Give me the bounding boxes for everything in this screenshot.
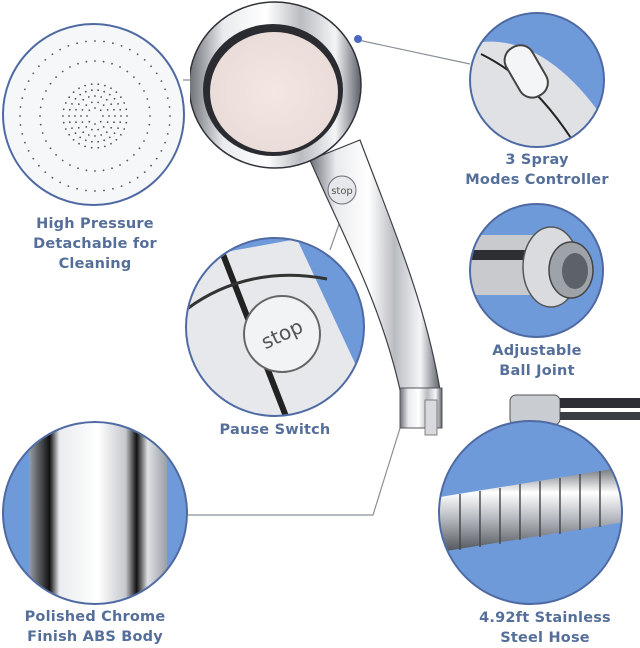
feature-label-high-pressure: High Pressure Detachable for Cleaning <box>33 216 157 272</box>
feature-label-ball-joint: Adjustable Ball Joint <box>492 343 582 379</box>
stop-button-image: stop <box>187 239 363 415</box>
chrome-body-image <box>29 423 167 603</box>
callout-pause-switch: stop <box>185 237 365 417</box>
svg-text:stop: stop <box>331 186 353 197</box>
hose-connector-image <box>509 394 640 426</box>
callout-spray-face <box>2 23 185 206</box>
steel-hose-image <box>440 467 621 552</box>
feature-label-pause-switch: Pause Switch <box>219 422 331 438</box>
mode-switch-image <box>471 41 603 146</box>
callout-ball-joint <box>469 203 604 338</box>
callout-spray-mode-switch <box>469 12 605 148</box>
feature-label-steel-hose: 4.92ft Stainless Steel Hose <box>479 610 611 646</box>
nozzle-pattern-icon <box>19 40 171 192</box>
shower-head-product: stop <box>190 1 443 436</box>
callout-steel-hose <box>438 420 623 605</box>
feature-label-spray-modes: 3 Spray Modes Controller <box>465 152 609 188</box>
callout-chrome-body <box>2 421 188 605</box>
ball-joint-image <box>471 226 594 308</box>
feature-label-chrome-body: Polished Chrome Finish ABS Body <box>24 609 166 645</box>
